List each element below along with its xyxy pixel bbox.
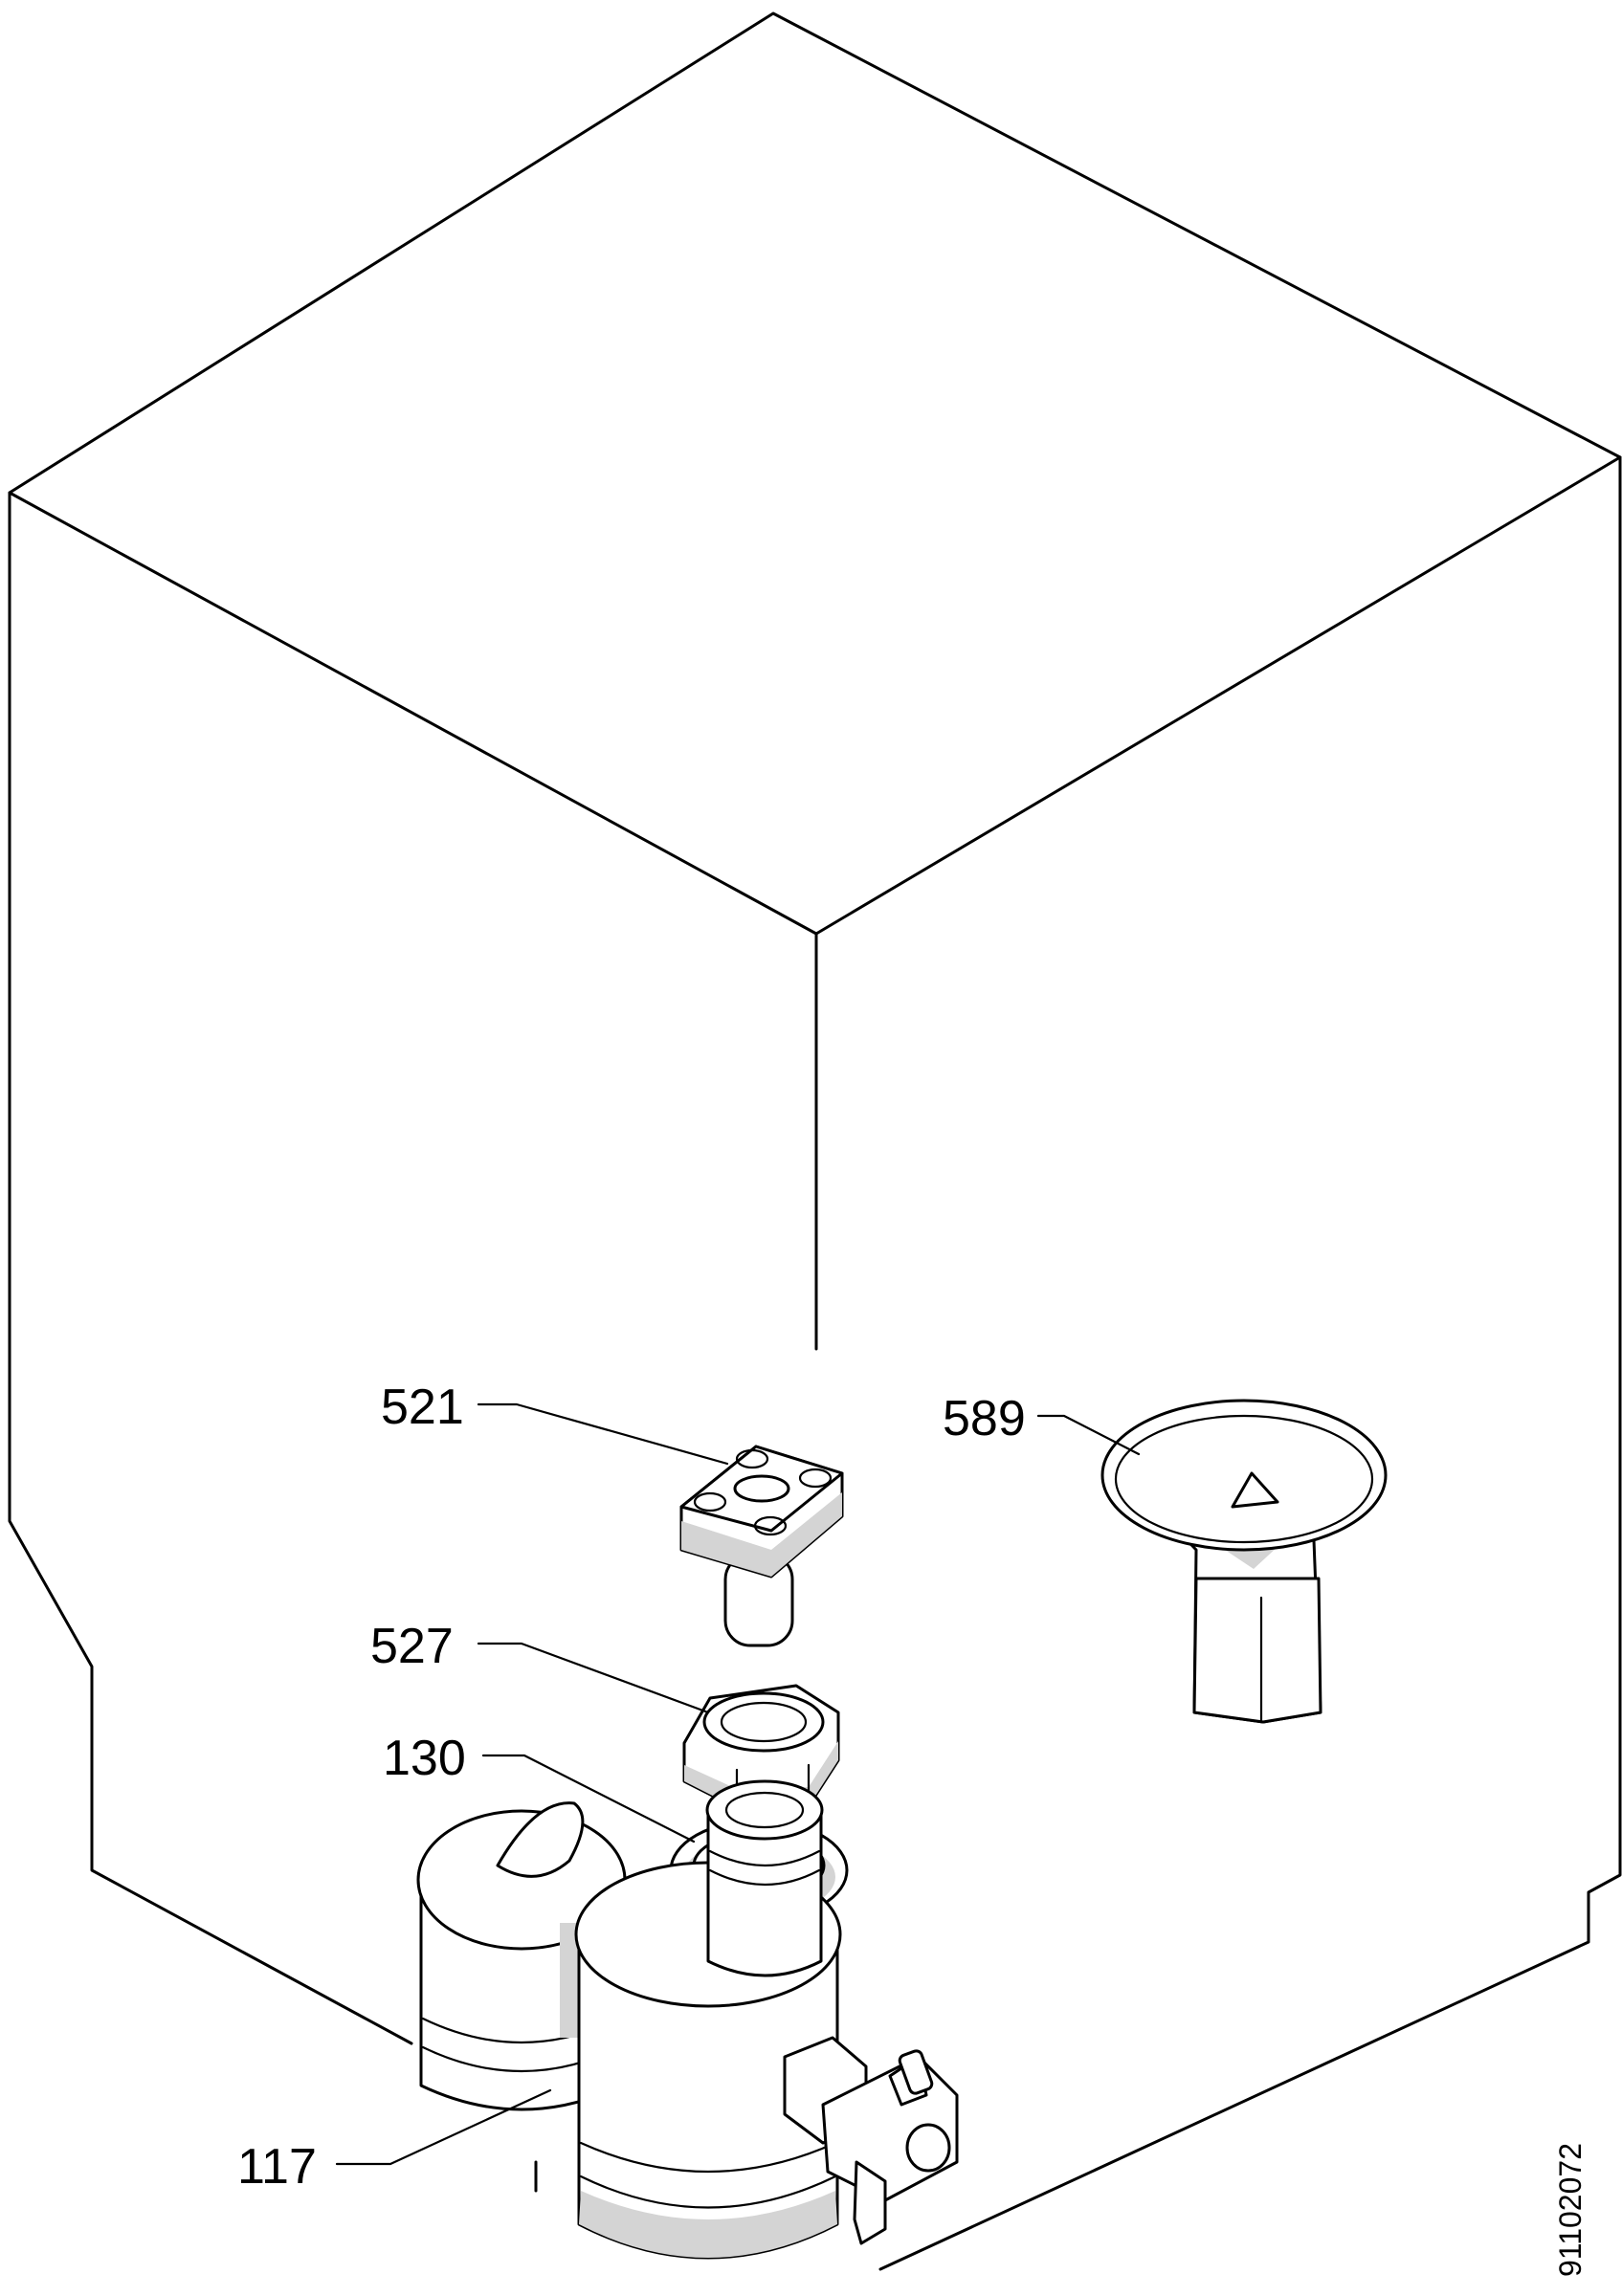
cabinet-right-edge bbox=[878, 455, 1622, 2271]
valve-terminal bbox=[853, 2160, 887, 2245]
leader-527 bbox=[477, 1642, 710, 1714]
cabinet-outline bbox=[8, 11, 1622, 2271]
funnel-center-cone bbox=[1231, 1471, 1279, 1509]
label-117: 117 bbox=[237, 2139, 317, 2195]
leader-117 bbox=[335, 2088, 552, 2166]
label-521: 521 bbox=[381, 1380, 464, 1435]
part-521-knob bbox=[679, 1445, 844, 1647]
cabinet-top-face bbox=[8, 11, 1622, 936]
part-117-salt-container bbox=[416, 1779, 959, 2260]
canister-neck bbox=[706, 1806, 823, 1977]
funnel-spout bbox=[1192, 1577, 1322, 1724]
neck-opening bbox=[705, 1779, 824, 1841]
label-589: 589 bbox=[943, 1391, 1026, 1446]
drawing-id: 91102072 bbox=[1553, 2143, 1588, 2277]
funnel-rim bbox=[1100, 1399, 1388, 1552]
leader-lines bbox=[335, 1402, 1141, 2166]
valve-port bbox=[905, 2123, 951, 2173]
part-589-funnel bbox=[1100, 1399, 1388, 1724]
leader-130 bbox=[481, 1754, 696, 1843]
cabinet-left-edge bbox=[8, 491, 413, 2045]
label-130: 130 bbox=[383, 1731, 466, 1786]
label-527: 527 bbox=[370, 1619, 454, 1674]
leader-589 bbox=[1036, 1414, 1141, 1456]
rear-canister-handle bbox=[496, 1801, 585, 1878]
knob-center-hole bbox=[733, 1474, 790, 1503]
leader-521 bbox=[477, 1402, 729, 1466]
